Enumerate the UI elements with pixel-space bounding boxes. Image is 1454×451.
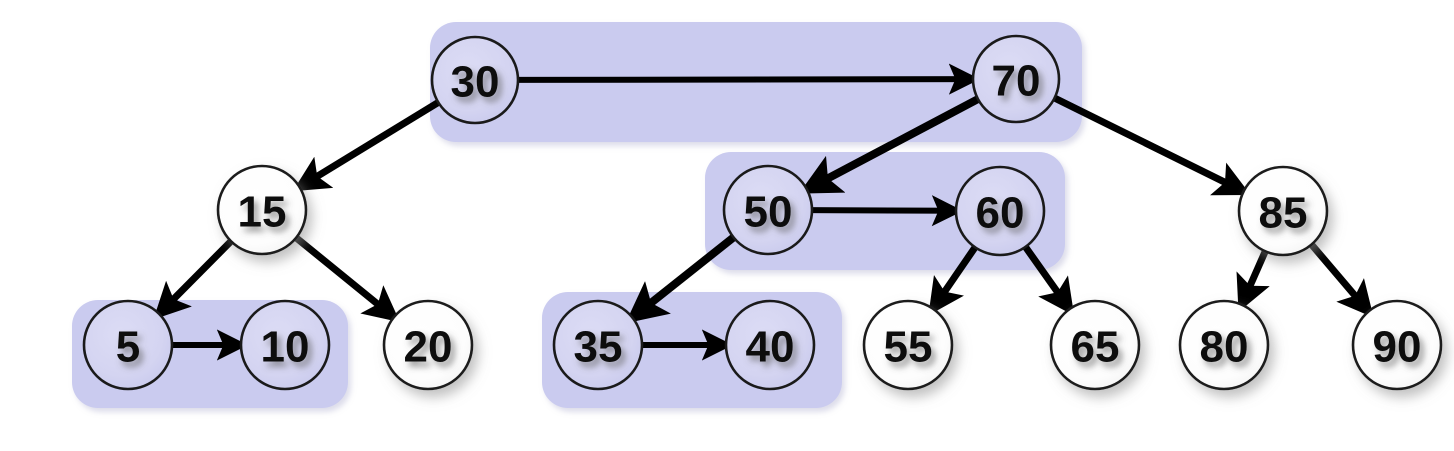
tree-edge-30-to-70	[515, 63, 980, 95]
tree-edge-85-to-80	[1236, 248, 1270, 313]
node-layer: 30 70 15 50 60 85 5 10 20 35 40 55 65 80 90	[82, 34, 1443, 391]
tree-node-55[interactable]: 55	[862, 299, 954, 391]
node-circle	[382, 299, 474, 391]
tree-node-80[interactable]: 80	[1178, 299, 1270, 391]
tree-edge-50-to-35	[625, 232, 738, 324]
node-circle	[82, 299, 174, 391]
node-label: 90	[1373, 323, 1422, 372]
node-label: 60	[976, 189, 1025, 238]
node-label: 15	[238, 188, 287, 237]
tree-node-70[interactable]: 70	[971, 34, 1061, 124]
node-label: 50	[744, 188, 793, 237]
tree-edge-15-to-5	[153, 237, 235, 320]
tree-node-35[interactable]: 35	[552, 299, 644, 391]
tree-node-60[interactable]: 60	[954, 165, 1046, 257]
tree-edge-70-to-50	[798, 94, 982, 194]
node-circle	[239, 299, 331, 391]
node-label: 10	[261, 323, 310, 372]
tree-edge-85-to-90	[1307, 240, 1374, 318]
tree-node-65[interactable]: 65	[1049, 299, 1141, 391]
node-circle	[430, 35, 520, 125]
node-circle	[722, 164, 814, 256]
node-circle	[1237, 165, 1329, 257]
node-label: 40	[746, 323, 795, 372]
tree-node-20[interactable]: 20	[382, 299, 474, 391]
node-circle	[552, 299, 644, 391]
node-label: 70	[992, 57, 1041, 106]
node-label: 35	[574, 323, 623, 372]
node-label: 5	[116, 323, 140, 372]
tree-edge-60-to-65	[1021, 243, 1075, 316]
node-label: 30	[451, 58, 500, 107]
tree-node-85[interactable]: 85	[1237, 165, 1329, 257]
node-circle	[1178, 299, 1270, 391]
node-circle	[1351, 299, 1443, 391]
tree-edge-15-to-20	[292, 233, 401, 323]
tree-edge-60-to-55	[928, 243, 980, 316]
tree-edge-70-to-85	[1051, 94, 1251, 196]
node-circle	[971, 34, 1061, 124]
tree-node-15[interactable]: 15	[216, 164, 308, 256]
tree-node-30[interactable]: 30	[430, 35, 520, 125]
node-label: 55	[884, 323, 933, 372]
tree-edge-30-to-15	[292, 98, 442, 192]
node-label: 80	[1200, 323, 1249, 372]
node-circle	[216, 164, 308, 256]
node-label: 20	[404, 323, 453, 372]
tree-node-5[interactable]: 5	[82, 299, 174, 391]
node-circle	[1049, 299, 1141, 391]
node-circle	[954, 165, 1046, 257]
tree-node-40[interactable]: 40	[724, 299, 816, 391]
node-circle	[724, 299, 816, 391]
tree-node-90[interactable]: 90	[1351, 299, 1443, 391]
node-circle	[862, 299, 954, 391]
node-label: 65	[1071, 323, 1120, 372]
tree-edge-50-to-60	[809, 195, 963, 227]
node-label: 85	[1259, 189, 1308, 238]
tree-node-10[interactable]: 10	[239, 299, 331, 391]
edge-layer	[153, 63, 1374, 361]
tree-node-50[interactable]: 50	[722, 164, 814, 256]
